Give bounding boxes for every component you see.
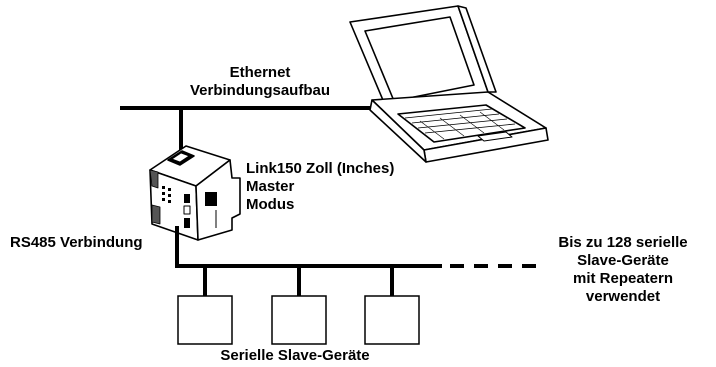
rs485-label: RS485 Verbindung [10, 234, 143, 251]
max-slaves-label: Bis zu 128 serielle Slave-Geräte mit Rep… [538, 234, 708, 306]
link150-label: Link150 Zoll (Inches) Master Modus [246, 160, 394, 214]
max-slaves-label-line-4: verwendet [585, 288, 661, 305]
ethernet-label-line-2: Verbindungsaufbau [189, 82, 330, 99]
link150-gateway-icon [149, 145, 241, 241]
link150-label-line-2: Master [246, 178, 295, 195]
slave-device-box-2 [271, 295, 327, 345]
link150-label-line-1: Link150 Zoll (Inches) [246, 160, 395, 177]
max-slaves-label-line-1: Bis zu 128 serielle [558, 234, 688, 251]
serial-slaves-label: Serielle Slave-Geräte [220, 347, 370, 364]
laptop-icon [349, 5, 549, 163]
link150-label-line-3: Modus [246, 196, 295, 213]
ethernet-label: Ethernet Verbindungsaufbau [160, 64, 360, 100]
slave-device-box-3 [364, 295, 420, 345]
ethernet-label-line-1: Ethernet [229, 64, 291, 81]
slave-device-box-1 [177, 295, 233, 345]
max-slaves-label-line-3: mit Repeatern [572, 270, 674, 287]
max-slaves-label-line-2: Slave-Geräte [577, 252, 669, 269]
